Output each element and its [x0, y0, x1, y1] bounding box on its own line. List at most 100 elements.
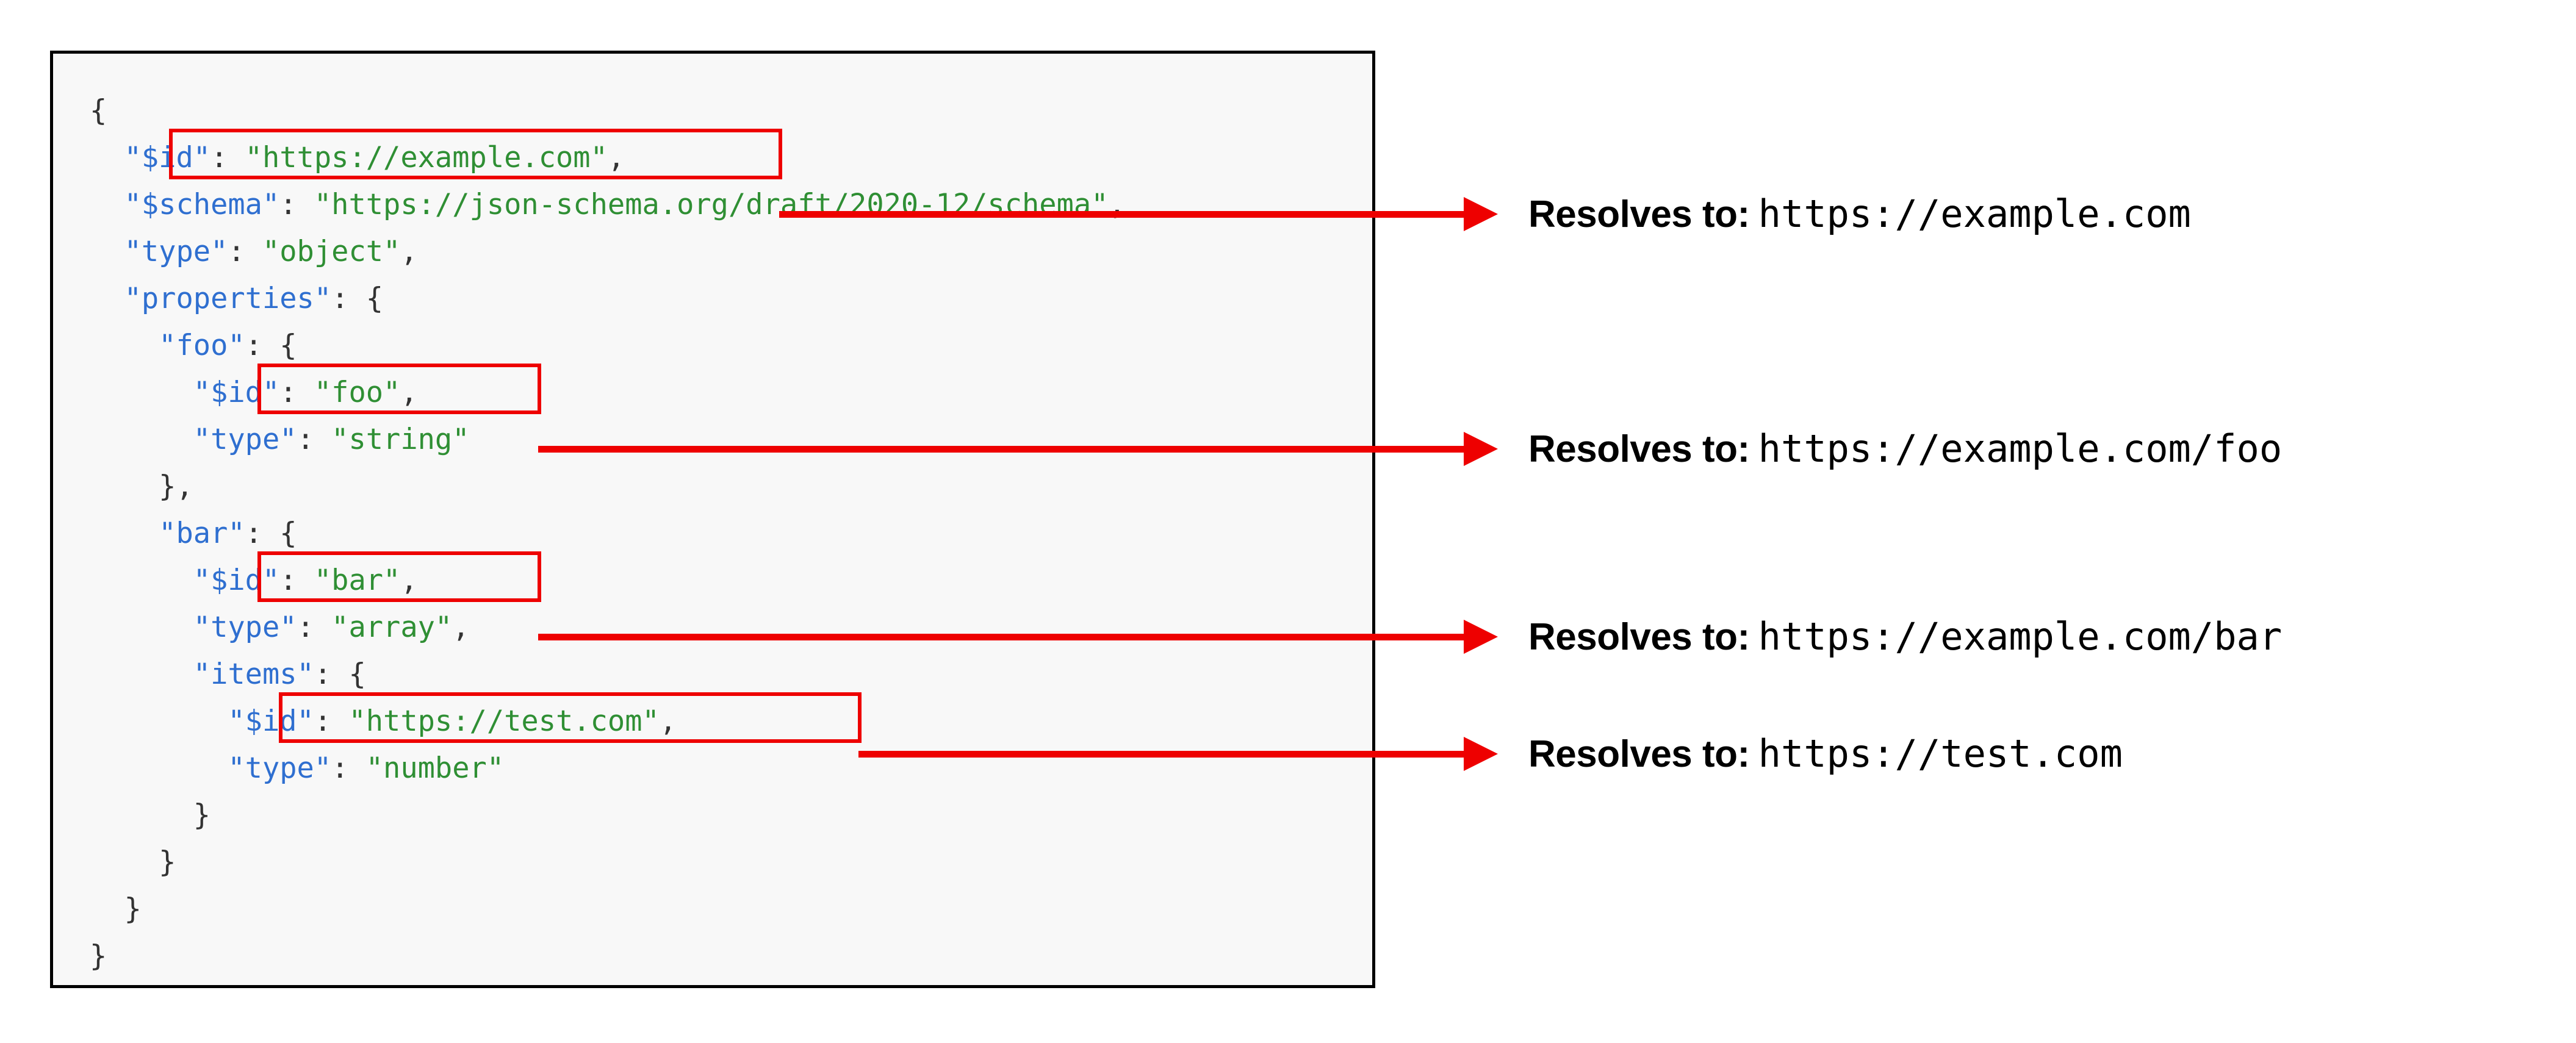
code-token: "number" — [365, 751, 505, 785]
resolves-to-foo-label: Resolves to: — [1528, 428, 1750, 470]
code-token: "$id" — [193, 564, 280, 597]
code-token: "$id" — [228, 704, 314, 738]
code-token: , — [400, 235, 418, 268]
resolves-to-items: Resolves to:https://test.com — [1528, 735, 2123, 773]
code-token: : — [297, 423, 332, 456]
resolves-to-foo-arrow-head-icon — [1464, 432, 1498, 466]
code-line: "$id": "https://example.com", — [90, 134, 1126, 181]
code-token — [90, 141, 124, 174]
code-line: "type": "number" — [90, 745, 1126, 792]
code-line: } — [90, 886, 1126, 933]
code-token — [90, 423, 193, 456]
json-code-listing: { "$id": "https://example.com", "$schema… — [90, 87, 1126, 980]
code-line: "type": "object", — [90, 228, 1126, 275]
code-token — [90, 658, 193, 691]
code-token: } — [90, 939, 107, 973]
code-line: }, — [90, 463, 1126, 510]
code-token: "type" — [124, 235, 228, 268]
resolves-to-root-arrow-head-icon — [1464, 197, 1498, 231]
resolves-to-bar-arrow-line — [538, 634, 1464, 640]
code-token: "type" — [228, 751, 332, 785]
resolves-to-root-url: https://example.com — [1758, 192, 2191, 236]
code-token: "foo" — [314, 376, 401, 409]
code-token — [90, 188, 124, 221]
code-line: } — [90, 792, 1126, 839]
code-token: , — [659, 704, 677, 738]
code-token: } — [90, 892, 142, 926]
code-token: , — [400, 564, 418, 597]
code-line: "type": "string" — [90, 416, 1126, 463]
resolves-to-root-label: Resolves to: — [1528, 193, 1750, 235]
resolves-to-foo-url: https://example.com/foo — [1758, 426, 2283, 471]
code-token: : — [331, 751, 366, 785]
code-token: "type" — [193, 423, 297, 456]
code-token: }, — [90, 470, 193, 503]
code-line: "type": "array", — [90, 604, 1126, 651]
code-line: "$schema": "https://json-schema.org/draf… — [90, 181, 1126, 228]
resolves-to-root-arrow-line — [779, 211, 1464, 218]
code-token: { — [90, 94, 107, 127]
code-line: } — [90, 933, 1126, 980]
code-token: "object" — [262, 235, 401, 268]
code-token: "$schema" — [124, 188, 280, 221]
code-token: : — [210, 141, 245, 174]
code-token — [90, 376, 193, 409]
resolves-to-items-arrow-head-icon — [1464, 737, 1498, 771]
code-token — [90, 329, 159, 362]
code-token: "array" — [331, 611, 453, 644]
code-token: : { — [314, 658, 366, 691]
code-token — [90, 611, 193, 644]
code-token — [90, 704, 228, 738]
code-token: : { — [245, 329, 297, 362]
code-token: : { — [245, 517, 297, 550]
code-token — [90, 751, 228, 785]
code-token: "type" — [193, 611, 297, 644]
code-line: { — [90, 87, 1126, 134]
code-token: , — [452, 611, 470, 644]
code-line: } — [90, 839, 1126, 886]
code-token — [90, 564, 193, 597]
code-token: : — [279, 564, 314, 597]
code-token: } — [90, 845, 176, 879]
code-token — [90, 235, 124, 268]
code-line: "$id": "bar", — [90, 557, 1126, 604]
code-token: "items" — [193, 658, 314, 691]
resolves-to-bar: Resolves to:https://example.com/bar — [1528, 618, 2282, 656]
code-token: "https://example.com" — [245, 141, 608, 174]
code-token — [90, 517, 159, 550]
code-token: : { — [331, 282, 384, 315]
resolves-to-root: Resolves to:https://example.com — [1528, 195, 2191, 234]
code-token: "foo" — [159, 329, 245, 362]
resolves-to-foo-arrow-line — [538, 446, 1464, 453]
code-token: : — [297, 611, 332, 644]
code-token: "$id" — [124, 141, 211, 174]
code-token: "$id" — [193, 376, 280, 409]
code-token: "https://test.com" — [348, 704, 660, 738]
code-token — [90, 282, 124, 315]
resolves-to-items-arrow-line — [858, 751, 1464, 758]
code-line: "properties": { — [90, 275, 1126, 322]
code-token: "string" — [331, 423, 470, 456]
code-token: } — [90, 798, 211, 832]
code-token: : — [228, 235, 262, 268]
code-line: "$id": "https://test.com", — [90, 698, 1126, 745]
resolves-to-bar-url: https://example.com/bar — [1758, 614, 2283, 659]
resolves-to-bar-label: Resolves to: — [1528, 616, 1750, 658]
code-token: , — [607, 141, 625, 174]
code-line: "items": { — [90, 651, 1126, 698]
resolves-to-bar-arrow-head-icon — [1464, 620, 1498, 654]
resolves-to-items-url: https://test.com — [1758, 731, 2123, 776]
code-token: : — [279, 188, 314, 221]
code-token: "properties" — [124, 282, 332, 315]
code-token: "bar" — [159, 517, 245, 550]
resolves-to-items-label: Resolves to: — [1528, 733, 1750, 775]
json-code-panel: { "$id": "https://example.com", "$schema… — [50, 51, 1375, 988]
resolves-to-foo: Resolves to:https://example.com/foo — [1528, 430, 2282, 468]
code-token: : — [279, 376, 314, 409]
code-line: "$id": "foo", — [90, 369, 1126, 416]
code-token: : — [314, 704, 349, 738]
code-line: "bar": { — [90, 510, 1126, 557]
code-token: "bar" — [314, 564, 401, 597]
code-line: "foo": { — [90, 322, 1126, 369]
code-token: , — [400, 376, 418, 409]
